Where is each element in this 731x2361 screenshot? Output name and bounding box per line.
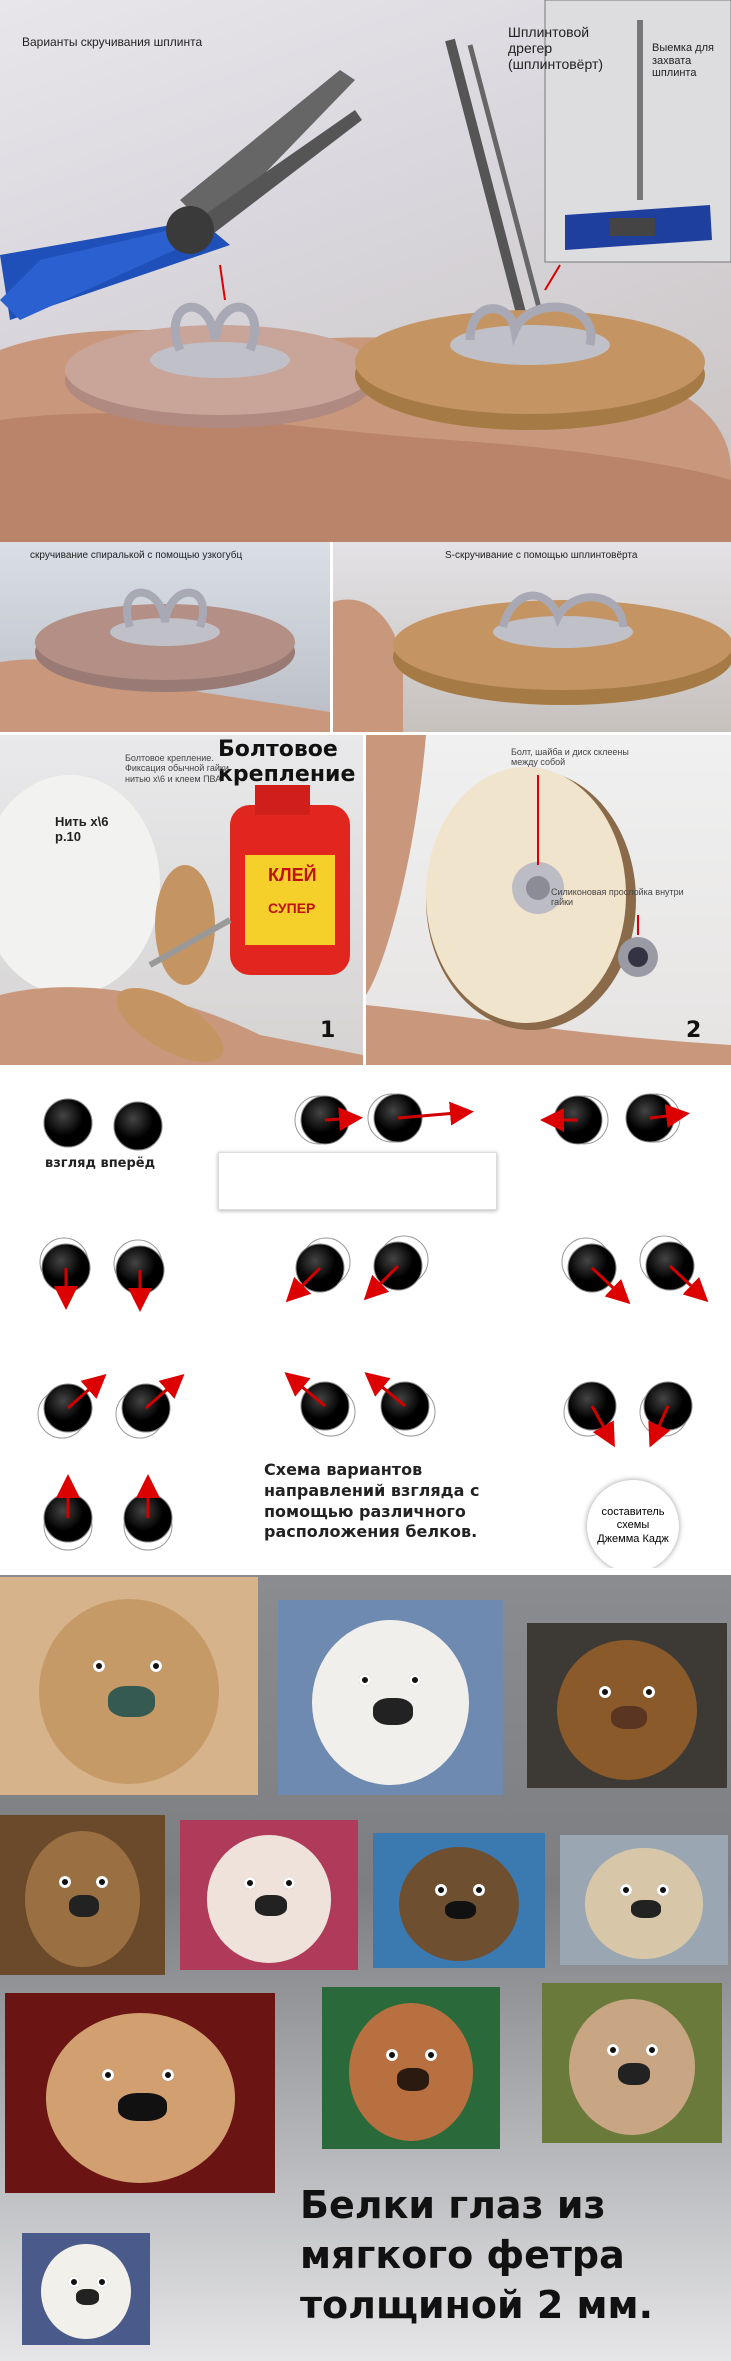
bear-eye — [472, 1884, 485, 1897]
label-thread: Нить х\6 р.10 — [55, 814, 109, 844]
bear-eye — [95, 1875, 108, 1888]
photo-illustration — [0, 0, 731, 542]
bear-photo — [373, 1833, 545, 1968]
gaze-diagram-eyes — [37, 1093, 709, 1551]
label-cotter-tool: Шплинтовой дрегер (шплинтовёрт) — [508, 24, 604, 73]
gaze-arrow — [324, 1107, 363, 1132]
bear-eye — [599, 1685, 611, 1698]
gaze-arrow — [145, 1374, 185, 1410]
bear-eye — [434, 1884, 447, 1897]
photo-illustration — [0, 588, 330, 732]
photo-spiral-twist: скручивание спиралькой с помощью узкогуб… — [0, 542, 330, 732]
bear-photo — [527, 1623, 727, 1788]
photo-bolt-joint-1: Болтовое крепление Болтовое крепление. Ф… — [0, 735, 363, 1065]
bear-photo — [5, 1993, 275, 2193]
caption-line-2: мягкого фетра — [300, 2233, 625, 2277]
note-silicone-gasket: Силиконовая прослойка внутри гайки — [551, 887, 684, 908]
bear-eye — [359, 1674, 371, 1687]
figure-number-2: 2 — [686, 1018, 702, 1043]
bear-eye — [643, 1685, 655, 1698]
bear-photo — [542, 1983, 722, 2143]
note-bolt-fixation: Болтовое крепление. Фиксация обычной гай… — [125, 753, 229, 784]
photo-s-twist: S-скручивание с помощью шплинтовёрта — [333, 542, 731, 732]
bear-photo — [0, 1815, 165, 1975]
gaze-arrow — [590, 1266, 631, 1305]
gaze-arrow — [284, 1372, 326, 1408]
bear-eye — [244, 1877, 257, 1889]
bear-eye — [92, 1659, 105, 1672]
photo-illustration — [366, 735, 731, 1065]
gaze-arrow — [67, 1374, 107, 1410]
label-spiral-twist: скручивание спиралькой с помощью узкогуб… — [30, 550, 243, 561]
bear-photo — [180, 1820, 358, 1970]
bear-collage: Белки глаз из мягкого фетра толщиной 2 м… — [0, 1575, 731, 2361]
caption-line-3: толщиной 2 мм. — [300, 2283, 654, 2327]
bear-nose — [611, 1705, 647, 1729]
bear-photo — [560, 1835, 728, 1965]
bear-eye — [646, 2043, 659, 2056]
gaze-arrow — [397, 1101, 474, 1126]
author-credit: составитель схемы Джемма Кадж — [597, 1506, 669, 1545]
bear-photo — [0, 1577, 258, 1795]
gaze-arrow — [590, 1405, 615, 1448]
figure-number-1: 1 — [320, 1018, 336, 1043]
glue-brand: КЛЕЙ — [268, 865, 317, 885]
gaze-arrow — [285, 1266, 322, 1303]
photo-illustration — [333, 591, 731, 732]
author-badge: составитель схемы Джемма Кадж — [587, 1480, 679, 1568]
diagram-caption: Схема вариантов направлений взгляда с по… — [264, 1460, 480, 1542]
bear-eye — [425, 2048, 438, 2061]
bear-photo — [278, 1600, 503, 1795]
bear-nose — [396, 2068, 429, 2091]
bear-nose — [118, 2093, 167, 2121]
gaze-arrow — [648, 1405, 671, 1448]
bear-photo — [322, 1987, 500, 2149]
bear-nose — [69, 1895, 99, 1918]
glue-super: СУПЕР — [268, 900, 316, 916]
photo-bolt-joint-2: Болт, шайба и диск склеены между собой С… — [366, 735, 731, 1065]
gaze-arrow — [649, 1104, 690, 1129]
gaze-arrow — [364, 1372, 406, 1408]
caption-line-1: Белки глаз из — [300, 2183, 606, 2227]
bear-nose — [372, 1697, 413, 1725]
photo-illustration — [0, 775, 363, 1065]
bear-nose — [617, 2063, 650, 2086]
bear-eye — [161, 2069, 174, 2081]
label-twisting-variants: Варианты скручивания шплинта — [22, 35, 203, 49]
label-notch: Выемка для захвата шплинта — [652, 42, 714, 80]
label-s-twist: S-скручивание с помощью шплинтовёрта — [445, 550, 638, 561]
label-forward-gaze: взгляд вперёд — [45, 1156, 156, 1171]
bear-nose — [445, 1900, 477, 1920]
bear-nose — [75, 2289, 99, 2305]
photo-cotter-pin-twisting: Варианты скручивания шплинта Шплинтовой … — [0, 0, 731, 542]
bear-eye — [102, 2069, 115, 2081]
note-bolt-glued: Болт, шайба и диск склеены между собой — [511, 747, 629, 768]
gaze-diagram: взгляд вперёд Схема вариантов направлени… — [0, 1068, 731, 1568]
bear-eye — [149, 1659, 162, 1672]
bear-eye — [606, 2043, 619, 2056]
bear-nose — [108, 1686, 155, 1717]
bear-nose — [254, 1895, 287, 1916]
bear-eye — [620, 1884, 633, 1897]
section-title-bolt-joint: Болтовое крепление — [218, 737, 356, 787]
bear-eye — [657, 1884, 670, 1897]
bear-eye — [59, 1875, 72, 1888]
eye-pupil — [43, 1098, 93, 1148]
bear-eye — [96, 2275, 109, 2288]
bear-photo — [22, 2233, 150, 2345]
gaze-arrow — [668, 1264, 709, 1303]
bear-eye — [408, 1674, 421, 1687]
bear-eye — [283, 1877, 296, 1889]
gaze-arrow — [363, 1264, 400, 1301]
eye-pupil — [113, 1101, 163, 1151]
blank-box — [218, 1152, 497, 1210]
bear-eye — [386, 2048, 399, 2061]
bear-eye — [68, 2275, 81, 2288]
bear-nose — [630, 1900, 661, 1919]
